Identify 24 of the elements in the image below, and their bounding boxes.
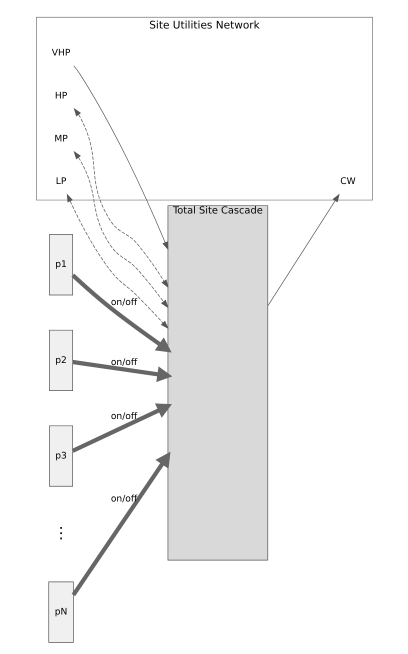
arrow <box>72 65 168 250</box>
edge-label: on/off <box>110 358 137 368</box>
node-box: p1 <box>48 234 72 296</box>
node-box: p3 <box>48 425 72 487</box>
node-box: pN <box>48 582 74 643</box>
node-box: p2 <box>48 330 72 391</box>
node-box: Total Site Cascade <box>167 205 268 560</box>
arrow <box>72 360 172 382</box>
arrow <box>70 274 172 353</box>
arrow <box>71 452 170 596</box>
node-text: LP <box>55 177 66 188</box>
arrow <box>73 150 168 308</box>
arrow <box>73 108 168 288</box>
arrow <box>267 194 340 306</box>
edge-label: on/off <box>110 298 137 308</box>
arrow <box>71 403 172 453</box>
node-text: VHP <box>51 48 70 58</box>
node-text: CW <box>340 177 356 188</box>
node-text: HP <box>54 91 67 102</box>
arrow <box>66 194 168 329</box>
edge-label: on/off <box>110 494 137 504</box>
edge-label: on/off <box>110 412 137 422</box>
node-text: MP <box>54 134 68 144</box>
label: ⋮ <box>52 524 68 542</box>
